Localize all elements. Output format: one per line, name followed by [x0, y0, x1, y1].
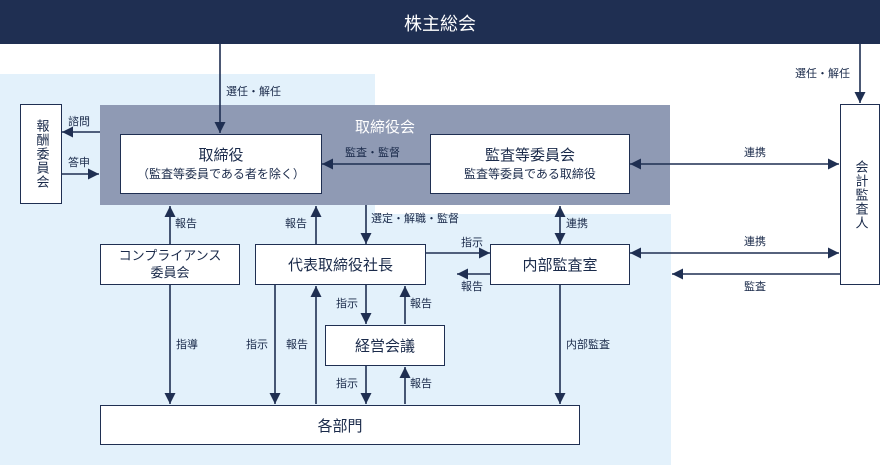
directors-box: 取締役 （監査等委員である者を除く） [120, 134, 322, 194]
shareholders-meeting-header: 株主総会 [0, 0, 880, 44]
label-report-dept: 報告 [286, 338, 308, 351]
label-elect-directors: 選任・解任 [226, 85, 281, 98]
label-report-ia: 報告 [461, 280, 483, 293]
label-cooperation-ia-auditor: 連携 [744, 235, 766, 248]
compliance-line1: コンプライアンス [118, 248, 222, 264]
label-internal-audit: 内部監査 [566, 338, 610, 351]
president-label: 代表取締役社長 [287, 256, 393, 274]
directors-title: 取締役 [198, 146, 244, 164]
label-report-dept-mgmt: 報告 [410, 377, 432, 390]
label-consult: 諮問 [68, 115, 90, 128]
label-audit: 監査 [744, 280, 766, 293]
accounting-auditor-label: 会計監査人 [852, 159, 868, 230]
accounting-auditor-box: 会計監査人 [840, 104, 880, 285]
label-report-compliance: 報告 [175, 217, 197, 230]
internal-audit-box: 内部監査室 [490, 244, 630, 285]
audit-committee-subtitle: 監査等委員である取締役 [464, 167, 596, 181]
label-report-mgmt: 報告 [410, 297, 432, 310]
board-label: 取締役会 [354, 118, 415, 136]
remuneration-committee-label: 報酬委員会 [33, 119, 49, 189]
label-audit-supervise: 監査・監督 [345, 146, 400, 159]
label-cooperation-ac-auditor: 連携 [744, 146, 766, 159]
header-title: 株主総会 [404, 14, 476, 35]
compliance-committee-box: コンプライアンス 委員会 [100, 244, 240, 285]
label-report-president: 報告 [285, 217, 307, 230]
label-elect-dismiss-supervise: 選定・解職・監督 [371, 212, 459, 225]
audit-committee-box: 監査等委員会 監査等委員である取締役 [430, 134, 630, 194]
president-box: 代表取締役社長 [255, 244, 426, 285]
label-elect-auditor: 選任・解任 [795, 67, 850, 80]
label-instruct-dept: 指示 [246, 338, 268, 351]
internal-audit-label: 内部監査室 [522, 256, 598, 274]
label-instruct-mgmt: 指示 [336, 297, 358, 310]
label-instruct-mgmt-dept: 指示 [336, 377, 358, 390]
remuneration-committee-box: 報酬委員会 [20, 104, 62, 204]
label-instruct-ia: 指示 [461, 236, 483, 249]
directors-subtitle: （監査等委員である者を除く） [137, 167, 305, 181]
management-meeting-label: 経営会議 [354, 337, 415, 355]
label-report-remun: 答申 [68, 156, 90, 169]
label-guidance: 指導 [176, 338, 198, 351]
compliance-line2: 委員会 [150, 265, 190, 281]
label-cooperation-ac-ia: 連携 [566, 217, 588, 230]
management-meeting-box: 経営会議 [325, 325, 445, 366]
audit-committee-title: 監査等委員会 [484, 146, 575, 164]
departments-box: 各部門 [100, 405, 580, 445]
departments-label: 各部門 [317, 416, 363, 435]
